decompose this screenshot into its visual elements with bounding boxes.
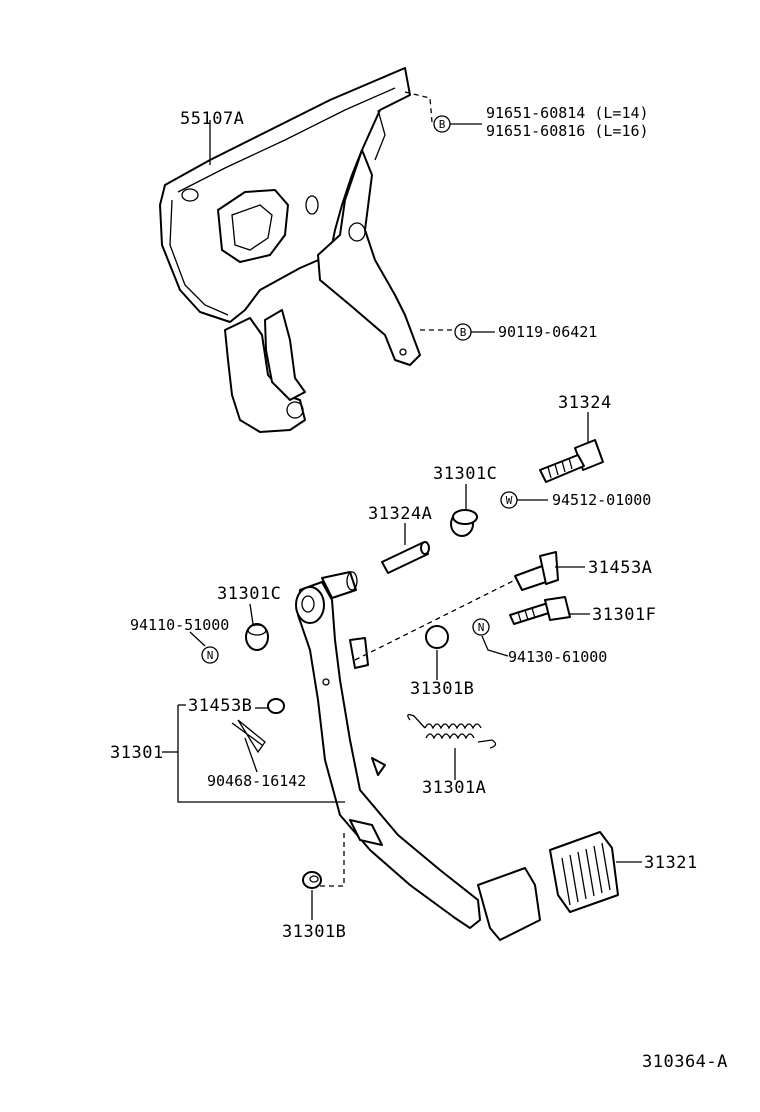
stopper-bolt — [509, 596, 571, 625]
lower-stopper — [302, 871, 322, 889]
pedal-pad — [549, 831, 619, 913]
label-washer: 94512-01000 — [552, 491, 651, 509]
svg-text:B: B — [460, 326, 467, 339]
clevis-pin — [514, 551, 559, 591]
bolt-marker-pivot: B — [454, 323, 472, 341]
collar-pipe — [381, 541, 430, 574]
return-spring — [407, 714, 497, 749]
label-return-spring: 31301A — [422, 778, 486, 798]
top-bushing — [450, 509, 478, 537]
label-bolt-top: 31324 — [558, 393, 612, 413]
label-pedal-assy: 31301 — [110, 743, 164, 763]
pedal-support-bracket — [159, 67, 421, 433]
label-bushing-left: 31301C — [217, 584, 281, 604]
bolt-marker-top: B — [433, 115, 451, 133]
label-stopper-lower: 31301B — [282, 922, 346, 942]
label-clip: 90468-16142 — [207, 772, 306, 790]
label-stopper-cushion: 31301B — [410, 679, 474, 699]
svg-text:N: N — [207, 649, 214, 662]
label-nut-right: 94130-61000 — [508, 648, 607, 666]
label-pedal-pad: 31321 — [644, 853, 698, 873]
label-clevis-pin: 31453B — [188, 696, 252, 716]
label-collar: 31324A — [368, 504, 432, 524]
label-bushing-top: 31301C — [433, 464, 497, 484]
label-bolt-pivot: 90119-06421 — [498, 323, 597, 341]
nut-marker-right: N — [472, 618, 490, 636]
label-stopper-bolt: 31301F — [592, 605, 656, 625]
small-clevis-pin — [267, 698, 285, 714]
stopper-cushion — [425, 625, 449, 649]
brake-pedal-lever — [295, 571, 541, 941]
label-pin: 31453A — [588, 558, 652, 578]
label-bolt-b: 91651-60816 (L=16) — [486, 122, 649, 140]
svg-text:B: B — [439, 118, 446, 131]
figure-code: 310364-A — [642, 1052, 728, 1072]
washer-marker: W — [500, 491, 518, 509]
cotter-clip — [231, 719, 266, 754]
svg-text:N: N — [478, 621, 485, 634]
svg-text:W: W — [506, 494, 513, 507]
label-nut-left: 94110-51000 — [130, 616, 229, 634]
top-bolt — [539, 439, 604, 483]
nut-marker-left: N — [201, 646, 219, 664]
label-bolt-a: 91651-60814 (L=14) — [486, 104, 649, 122]
left-bushing — [245, 623, 269, 651]
label-bracket: 55107A — [180, 109, 244, 129]
